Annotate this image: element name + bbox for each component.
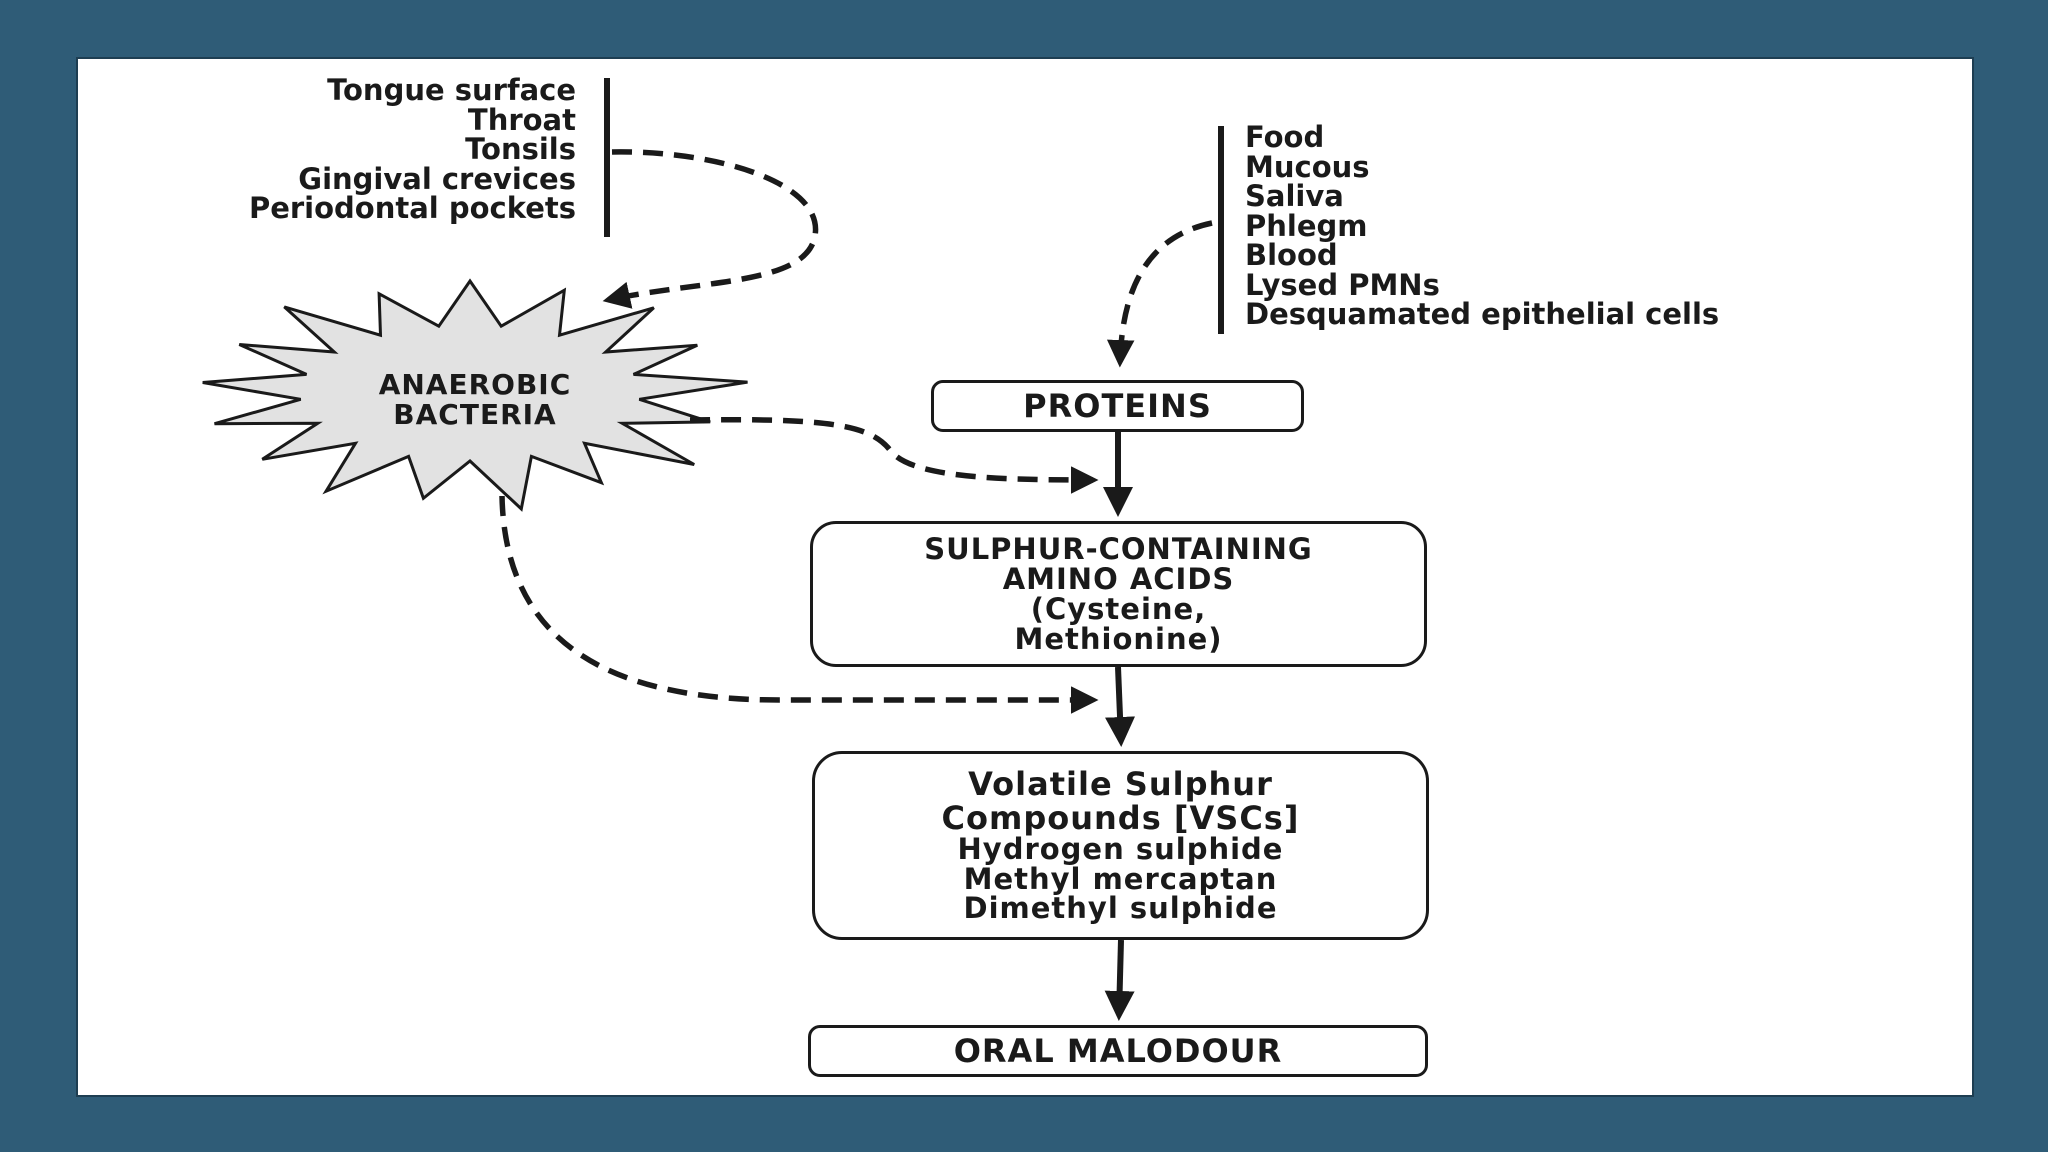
vsc-line-2: Compounds [VSCs] xyxy=(941,799,1300,838)
vsc-line-3: Hydrogen sulphide xyxy=(957,832,1284,867)
vsc-line-1: Volatile Sulphur xyxy=(968,765,1273,804)
sites-to-bacteria-arrow xyxy=(602,149,819,309)
source-blood: Blood xyxy=(1245,238,1338,272)
site-gingival-crevices: Gingival crevices xyxy=(298,161,576,196)
source-desquamated-epithelial-cells: Desquamated epithelial cells xyxy=(1245,297,1720,331)
oral-malodour-box: ORAL MALODOUR xyxy=(808,1025,1428,1077)
amino-line-3: (Cysteine, xyxy=(1030,592,1207,626)
site-throat: Throat xyxy=(467,102,576,137)
bacteria-label-line-2: BACTERIA xyxy=(393,398,557,431)
source-mucous: Mucous xyxy=(1245,149,1370,184)
sulphur-amino-acids-box: SULPHUR-CONTAINING AMINO ACIDS (Cysteine… xyxy=(810,521,1427,667)
source-food: Food xyxy=(1245,120,1325,154)
amino-line-1: SULPHUR-CONTAINING xyxy=(924,532,1313,566)
site-periodontal-pockets: Periodontal pockets xyxy=(248,191,576,225)
vsc-to-malodour-arrow xyxy=(1104,939,1135,1021)
site-tonsils: Tonsils xyxy=(465,132,576,166)
volatile-sulphur-compounds-box: Volatile Sulphur Compounds [VSCs] Hydrog… xyxy=(812,751,1429,940)
anaerobic-bacteria-label: ANAEROBIC BACTERIA xyxy=(330,370,620,430)
proteins-label: PROTEINS xyxy=(1023,387,1212,425)
anaerobic-bacteria-starburst xyxy=(202,278,748,512)
amino-to-vsc-arrow xyxy=(1105,666,1136,747)
sources-to-proteins-arrow xyxy=(1106,220,1213,368)
amino-line-4: Methionine) xyxy=(1014,622,1223,656)
amino-line-2: AMINO ACIDS xyxy=(1002,562,1235,596)
site-tongue-surface: Tongue surface xyxy=(327,73,576,107)
vsc-line-4: Methyl mercaptan xyxy=(963,861,1278,896)
vsc-line-5: Dimethyl sulphide xyxy=(963,891,1278,926)
source-phlegm: Phlegm xyxy=(1245,208,1368,243)
bacteria-to-amino-arrow xyxy=(689,416,1099,494)
proteins-box: PROTEINS xyxy=(931,380,1304,432)
malodour-label: ORAL MALODOUR xyxy=(953,1032,1283,1070)
bacteria-label-line-1: ANAEROBIC xyxy=(378,368,572,401)
source-saliva: Saliva xyxy=(1245,179,1344,213)
source-lysed-pmns: Lysed PMNs xyxy=(1245,267,1440,302)
bacteria-to-vsc-arrow xyxy=(499,495,1099,714)
